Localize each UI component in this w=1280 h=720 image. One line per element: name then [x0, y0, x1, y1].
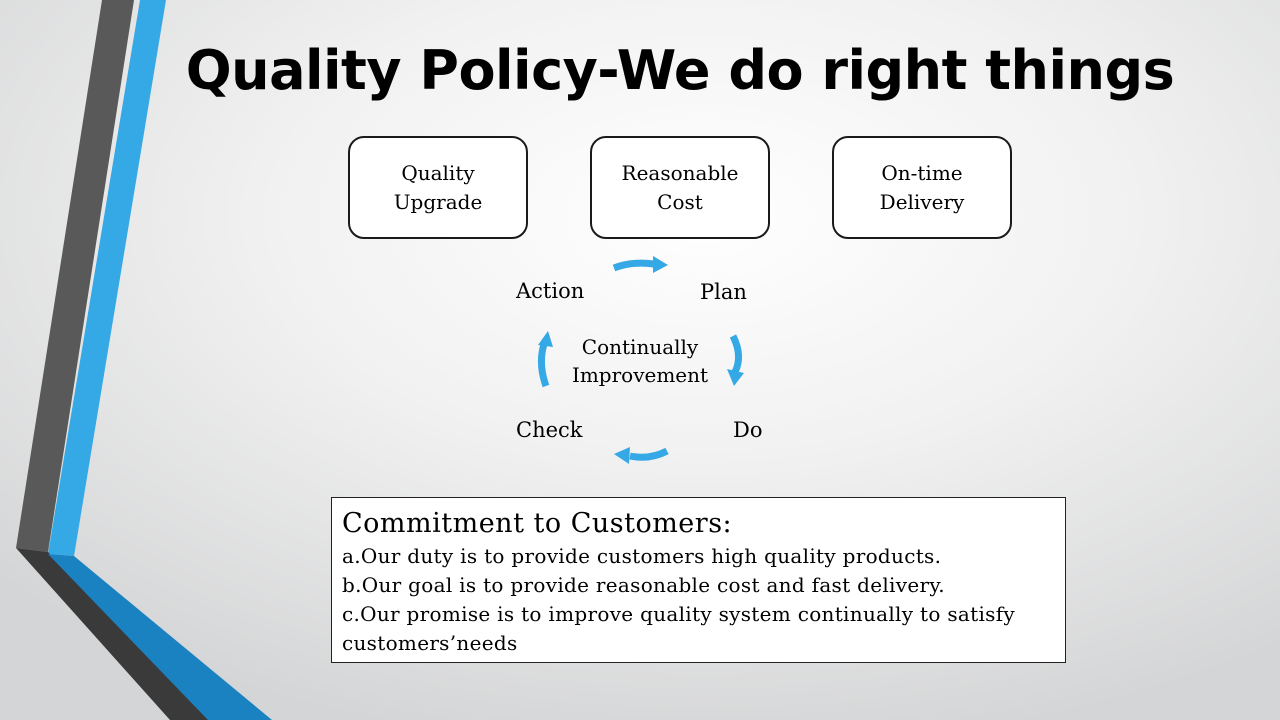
arrowhead-icon: [614, 447, 630, 464]
slide-title: Quality Policy-We do right things: [185, 39, 1175, 102]
cycle-step-action: Action: [516, 279, 585, 303]
pillar-quality-upgrade: Quality Upgrade: [348, 136, 528, 239]
pillar-line1: Quality: [401, 160, 475, 185]
pillar-on-time-delivery: On-time Delivery: [832, 136, 1012, 239]
arrow-plan-to-do: [729, 334, 742, 374]
arrowhead-icon: [727, 369, 744, 386]
cycle-step-do: Do: [733, 418, 763, 442]
pillar-line2: Delivery: [879, 189, 965, 214]
commitment-item-b: b.Our goal is to provide reasonable cost…: [342, 573, 945, 597]
arrowhead-icon: [538, 331, 553, 347]
arrow-check-to-action: [537, 342, 550, 388]
commitment-box: Commitment to Customers: a.Our duty is t…: [331, 497, 1066, 663]
commitment-title: Commitment to Customers:: [342, 508, 733, 539]
commitment-item-a: a.Our duty is to provide customers high …: [342, 544, 942, 568]
cycle-step-plan: Plan: [700, 280, 747, 304]
pillar-line1: On-time: [881, 160, 963, 185]
arrowhead-icon: [653, 256, 668, 273]
pillar-reasonable-cost: Reasonable Cost: [590, 136, 770, 239]
commitment-item-c: c.Our promise is to improve quality syst…: [342, 602, 1016, 655]
gray-stripe-lower: [16, 548, 210, 720]
pillar-line2: Cost: [657, 189, 703, 214]
center-line1: Continually: [581, 335, 699, 359]
cycle-step-check: Check: [516, 418, 583, 442]
arrow-do-to-check: [629, 447, 669, 461]
blue-stripe-upper: [48, 0, 166, 556]
arrow-action-to-plan: [612, 259, 655, 272]
pillar-line2: Upgrade: [393, 189, 483, 214]
gray-stripe-upper: [16, 0, 134, 552]
cycle-center-label: Continually Improvement: [560, 333, 720, 389]
blue-stripe-lower: [48, 554, 272, 720]
pillar-line1: Reasonable: [621, 160, 739, 185]
center-line2: Improvement: [571, 363, 709, 387]
